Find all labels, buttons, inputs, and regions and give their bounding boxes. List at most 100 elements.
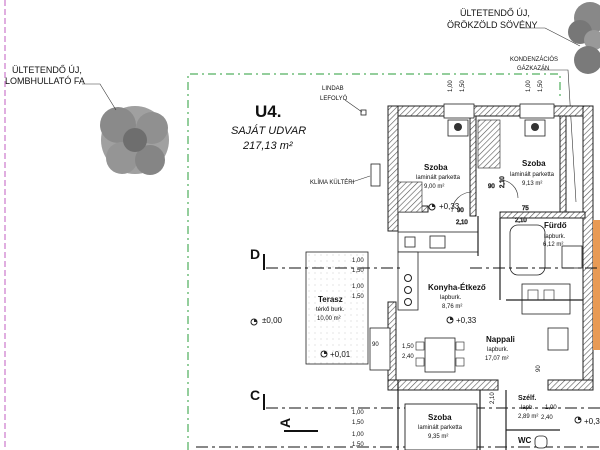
room-living-name: Nappali bbox=[486, 335, 515, 344]
svg-text:90: 90 bbox=[457, 208, 464, 214]
plot-id: U4. bbox=[255, 102, 281, 121]
tree-right-leader bbox=[520, 27, 581, 47]
hedge-tree-icon bbox=[568, 2, 600, 74]
downpipe-label-1: LINDAB bbox=[322, 86, 344, 92]
deciduous-tree-icon bbox=[100, 106, 169, 175]
terrace-dimensions: 1,00 1,50 1,00 1,50 1,50 2,40 2,10 90 90 bbox=[352, 258, 542, 404]
condenser-label-2: GÁZKAZÁN bbox=[517, 65, 549, 72]
room-bedroom3-name: Szoba bbox=[428, 413, 452, 422]
svg-text:1,00: 1,00 bbox=[352, 258, 364, 264]
wardrobe bbox=[477, 119, 501, 169]
stove-icon bbox=[404, 274, 412, 306]
level-mark: +0,33 bbox=[446, 316, 477, 325]
svg-text:1,00: 1,00 bbox=[352, 284, 364, 290]
room-closet-floor: lapb. bbox=[521, 405, 534, 411]
terrace-door bbox=[369, 327, 391, 371]
svg-text:1,50: 1,50 bbox=[402, 344, 414, 350]
level-mark: ±0,00 bbox=[250, 316, 283, 326]
room-bedroom3-area: 9,35 m² bbox=[428, 434, 448, 440]
svg-text:1,00: 1,00 bbox=[545, 405, 557, 411]
room-terrace-area: 10,00 m² bbox=[317, 316, 341, 322]
svg-text:2,40: 2,40 bbox=[541, 415, 553, 421]
yard-boundary bbox=[187, 73, 561, 450]
top-windows bbox=[443, 103, 555, 119]
level-mark: +0,3 bbox=[574, 416, 600, 426]
ac-leader bbox=[351, 175, 371, 183]
level-mark: +0,01 bbox=[320, 350, 351, 359]
bed-icon bbox=[524, 119, 546, 137]
condenser-leader bbox=[540, 69, 577, 203]
svg-text:90: 90 bbox=[536, 365, 542, 372]
top-dimensions: 1,00 1,50 1,00 1,50 bbox=[448, 80, 544, 92]
svg-text:75: 75 bbox=[522, 206, 529, 212]
room-bathroom-name: Fürdő bbox=[544, 221, 567, 230]
svg-text:2,10: 2,10 bbox=[515, 218, 527, 224]
room-wc-name: WC bbox=[518, 436, 532, 445]
tree-left-label-2: LOMBHULLATÓ FA bbox=[5, 76, 85, 86]
downpipe-label-2: LEFOLYÓ bbox=[320, 95, 348, 102]
svg-text:2,10: 2,10 bbox=[456, 220, 468, 226]
sofa bbox=[521, 283, 571, 315]
shower bbox=[561, 245, 583, 269]
interior-partitions bbox=[397, 216, 583, 450]
armchair bbox=[547, 327, 569, 351]
bed-icon bbox=[447, 119, 469, 137]
ac-unit-icon bbox=[370, 163, 381, 187]
room-bedroom3-floor: laminált parketta bbox=[418, 425, 463, 431]
room-bedroom2-name: Szoba bbox=[522, 159, 546, 168]
svg-text:±0,00: ±0,00 bbox=[262, 316, 283, 325]
room-kitchen-name: Konyha-Étkező bbox=[428, 283, 486, 292]
section-mark-d: D bbox=[250, 246, 260, 262]
plot-name: SAJÁT UDVAR bbox=[231, 124, 306, 137]
svg-text:1,00: 1,00 bbox=[352, 432, 364, 438]
downpipe-leader bbox=[344, 99, 363, 113]
room-terrace-floor: térkő burk. bbox=[316, 307, 345, 313]
svg-text:+0,01: +0,01 bbox=[330, 350, 351, 359]
wardrobe bbox=[397, 181, 423, 213]
svg-text:+0,33: +0,33 bbox=[439, 202, 460, 211]
room-bedroom1-area: 9,00 m² bbox=[424, 184, 444, 190]
svg-text:1,50: 1,50 bbox=[352, 294, 364, 300]
lower-room-box bbox=[404, 403, 478, 450]
room-terrace-name: Terasz bbox=[318, 295, 343, 304]
downpipe-icon bbox=[360, 109, 367, 116]
bathtub bbox=[509, 224, 546, 276]
section-mark-a: A bbox=[277, 418, 293, 428]
svg-text:+0,3: +0,3 bbox=[584, 417, 600, 426]
tree-right-label-2: ÖRÖKZÖLD SÖVÉNY bbox=[447, 20, 538, 30]
svg-text:2,10: 2,10 bbox=[500, 176, 506, 188]
kitchen-counter bbox=[397, 231, 479, 253]
building-walls bbox=[387, 105, 594, 391]
svg-text:2,10: 2,10 bbox=[490, 392, 496, 404]
room-living-area: 17,07 m² bbox=[485, 356, 509, 362]
room-bedroom2-area: 9,13 m² bbox=[522, 181, 542, 187]
svg-text:1,50: 1,50 bbox=[460, 80, 466, 92]
fridge-icon bbox=[429, 235, 446, 249]
svg-text:1,50: 1,50 bbox=[352, 420, 364, 426]
ac-unit-label: KLÍMA KÜLTÉRI bbox=[310, 179, 355, 186]
room-kitchen-floor: lapburk. bbox=[440, 295, 462, 301]
room-closet-area: 2,89 m² bbox=[518, 414, 538, 420]
orange-facade-strip bbox=[593, 220, 600, 350]
svg-text:1,50: 1,50 bbox=[352, 442, 364, 448]
room-bedroom1-floor: laminált parketta bbox=[416, 175, 461, 181]
room-bathroom-area: 6,12 m² bbox=[543, 242, 563, 248]
svg-text:1,00: 1,00 bbox=[448, 80, 454, 92]
dining-table bbox=[415, 337, 465, 373]
plot-area: 217,13 m² bbox=[242, 140, 293, 152]
tree-left-leader bbox=[82, 83, 117, 111]
svg-text:1,00: 1,00 bbox=[526, 80, 532, 92]
tree-left-label-1: ÜLTETENDŐ ÚJ, bbox=[12, 65, 82, 75]
room-closet-name: Szélf. bbox=[518, 395, 536, 402]
svg-text:1,50: 1,50 bbox=[538, 80, 544, 92]
room-kitchen-area: 8,76 m² bbox=[442, 304, 462, 310]
svg-text:90: 90 bbox=[488, 184, 495, 190]
room-living-floor: lapburk. bbox=[487, 347, 509, 353]
room-bathroom-floor: lapburk. bbox=[544, 234, 566, 240]
svg-text:90: 90 bbox=[372, 342, 379, 348]
wc-icon bbox=[534, 435, 548, 449]
svg-text:+0,33: +0,33 bbox=[456, 316, 477, 325]
condenser-label-1: KONDENZÁCIÓS bbox=[510, 56, 558, 63]
section-mark-c: C bbox=[250, 387, 260, 403]
